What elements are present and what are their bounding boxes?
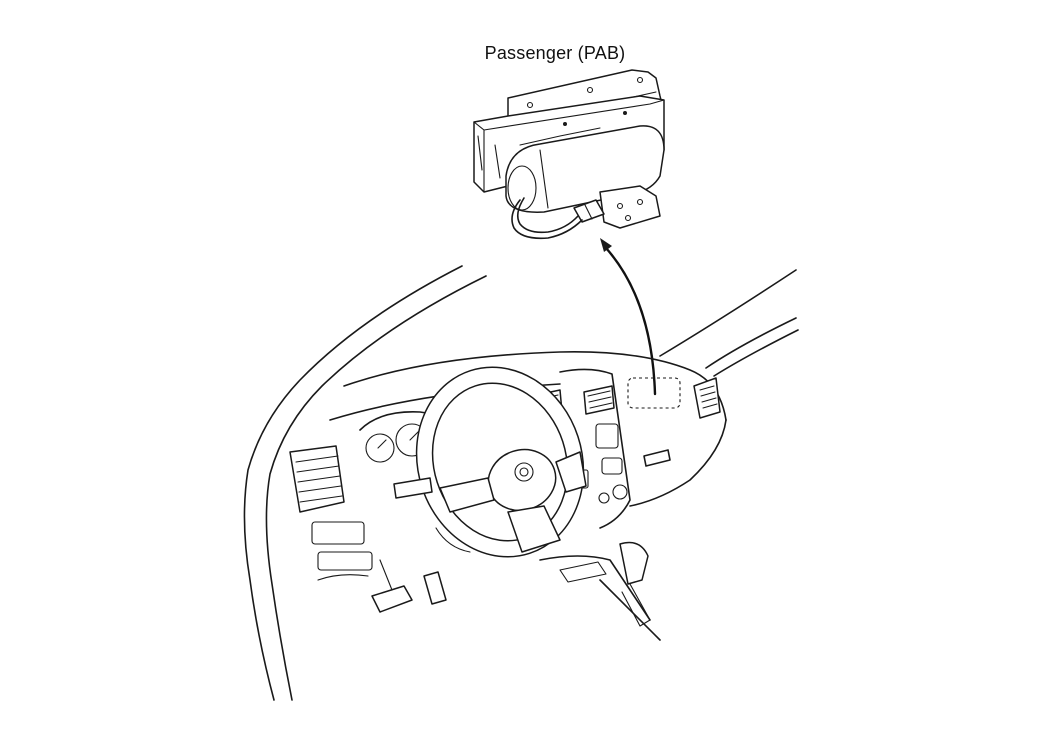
passenger-airbag-module bbox=[473, 69, 665, 240]
installation-arrow bbox=[600, 238, 657, 396]
windshield-frame bbox=[243, 265, 799, 701]
steering-wheel bbox=[393, 366, 587, 558]
passenger-airbag-label: Passenger (PAB) bbox=[484, 43, 626, 63]
airbag-location-marker bbox=[627, 377, 681, 409]
